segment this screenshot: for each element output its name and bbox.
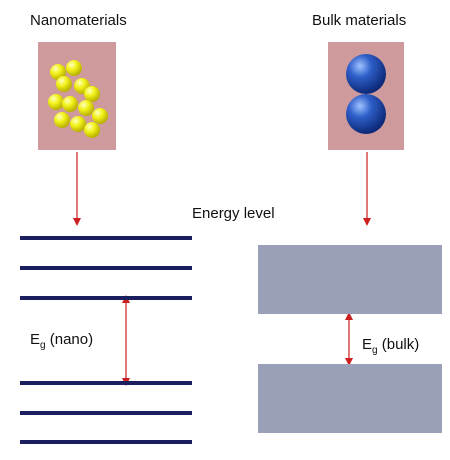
nanoparticle: [56, 76, 72, 92]
nanoparticle: [48, 94, 64, 110]
nanoparticle: [84, 86, 100, 102]
nanoparticle: [50, 64, 66, 80]
nanoparticle: [62, 96, 78, 112]
nano-energy-level: [20, 236, 192, 240]
nanoparticle: [84, 122, 100, 138]
nanoparticle-cluster: [48, 60, 108, 138]
bulk-materials-title: Bulk materials: [312, 12, 407, 29]
nanoparticle: [70, 116, 86, 132]
nano-energy-level: [20, 296, 192, 300]
bulk-gap-label: Eg (bulk): [362, 336, 420, 356]
nano-gap-label: Eg (nano): [30, 331, 94, 351]
energy-level-title: Energy level: [192, 205, 275, 222]
nano-energy-level: [20, 266, 192, 270]
nanoparticle: [78, 100, 94, 116]
nanoparticle: [66, 60, 82, 76]
nano-energy-level: [20, 440, 192, 444]
nano-energy-level: [20, 381, 192, 385]
nanoparticle: [54, 112, 70, 128]
bulk-valence-band: [258, 364, 442, 433]
bulk-sphere: [346, 94, 386, 134]
bulk-particles: [346, 54, 386, 134]
bulk-conduction-band: [258, 245, 442, 314]
nano-energy-level: [20, 411, 192, 415]
nanomaterials-title: Nanomaterials: [30, 12, 127, 29]
bulk-sphere: [346, 54, 386, 94]
nanoparticle: [92, 108, 108, 124]
